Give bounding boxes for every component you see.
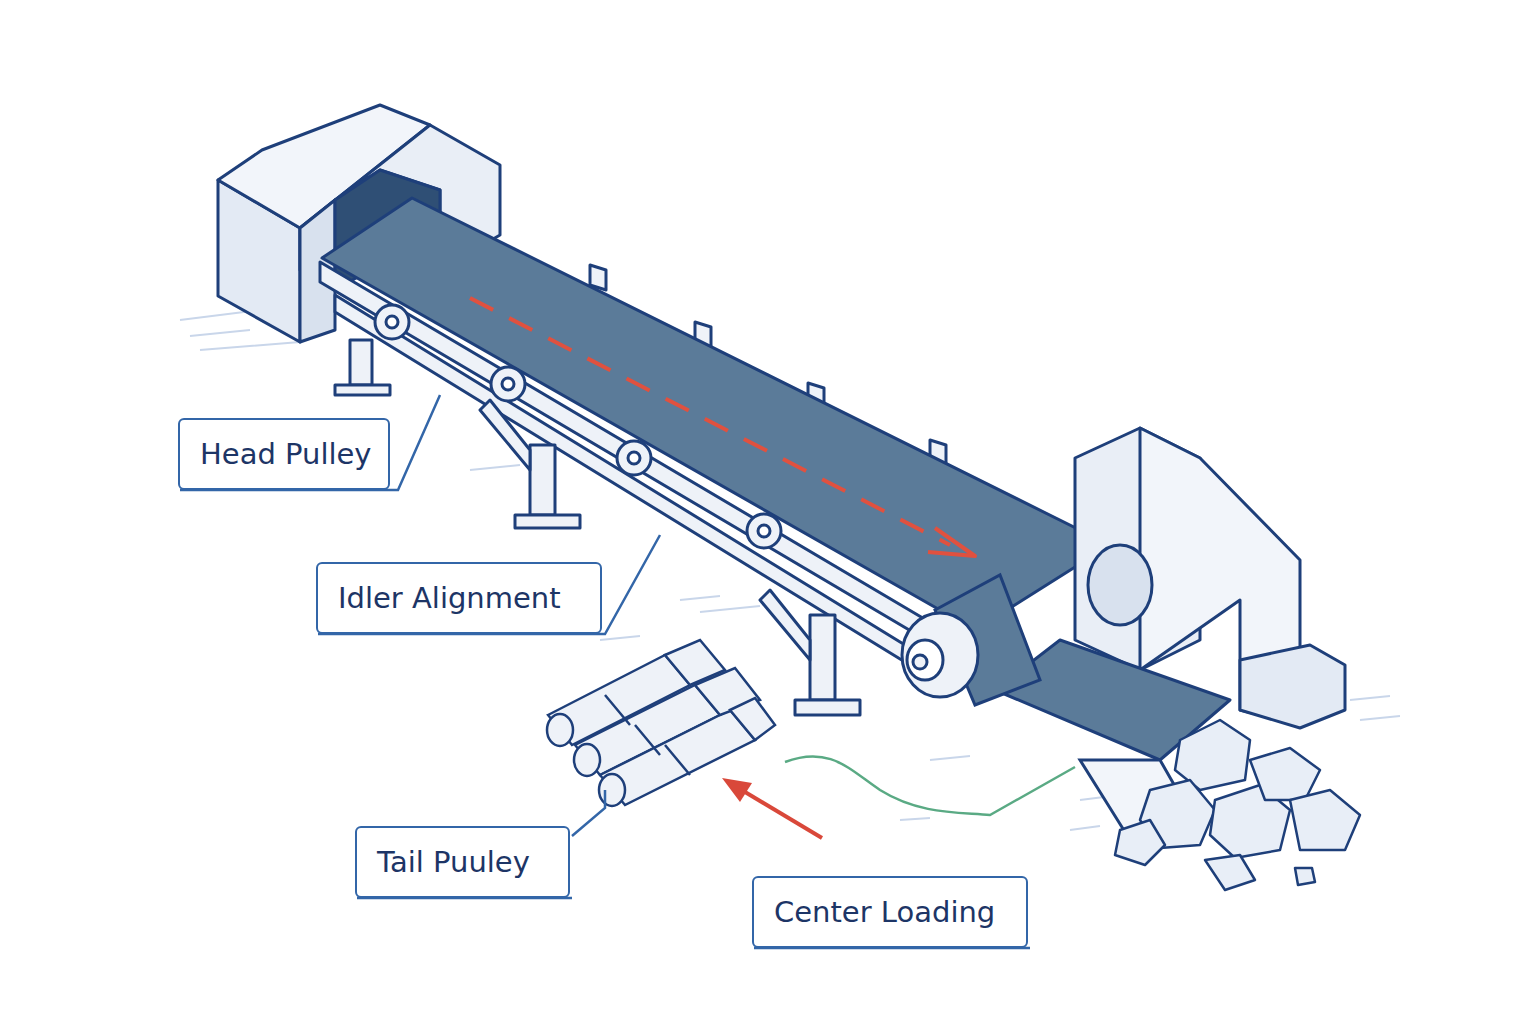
callout-box: Head Pulley bbox=[178, 418, 390, 490]
callout-label: Tail Puuley bbox=[377, 845, 530, 879]
flow-arrow bbox=[470, 298, 975, 556]
load-line bbox=[785, 756, 1075, 815]
end-pulley bbox=[902, 575, 1040, 705]
spare-rollers bbox=[547, 640, 775, 806]
loading-arrow bbox=[722, 778, 822, 838]
callout-box: Tail Puuley bbox=[355, 826, 570, 898]
rock-pile bbox=[1115, 720, 1360, 890]
callout-label: Head Pulley bbox=[200, 437, 372, 471]
callout-label: Idler Alignment bbox=[338, 581, 561, 615]
callout-box: Center Loading bbox=[752, 876, 1028, 948]
callout-label: Center Loading bbox=[774, 895, 995, 929]
callout-box: Idler Alignment bbox=[316, 562, 602, 634]
